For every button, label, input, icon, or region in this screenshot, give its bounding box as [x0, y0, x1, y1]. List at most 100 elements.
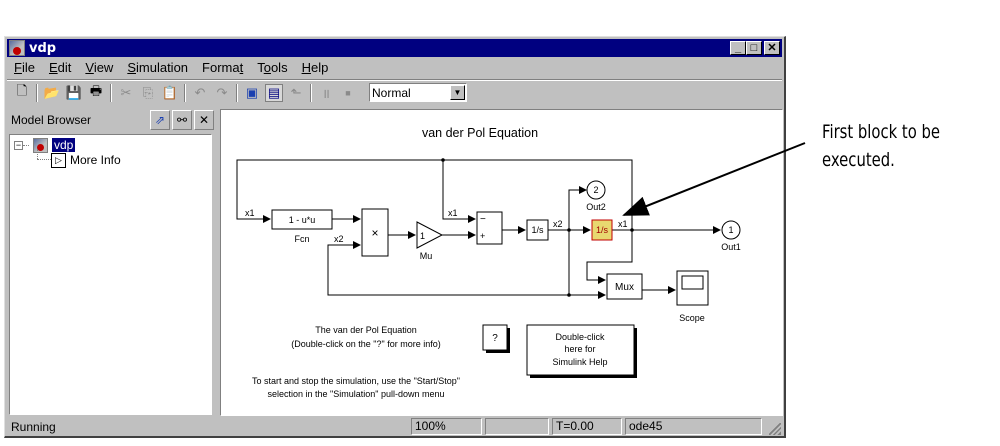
help-box[interactable]: [526, 324, 635, 376]
simulation-mode-select[interactable]: Normal ▼: [369, 83, 467, 102]
signal-label: x2: [334, 234, 344, 244]
fcn-block[interactable]: 1 - u*u Fcn: [271, 209, 333, 244]
toolbar-separator: [36, 83, 38, 102]
tree-item-label: vdp: [52, 138, 76, 152]
menu-file[interactable]: File: [7, 60, 42, 75]
integrator-x2-block[interactable]: 1/s: [526, 219, 549, 241]
gain-value: 1: [420, 231, 425, 241]
menu-format[interactable]: Format: [195, 60, 250, 75]
tree-item-more-info[interactable]: ▷ More Info: [51, 152, 121, 168]
library-browser-icon[interactable]: ▣: [245, 84, 259, 100]
signal-x2-to-product[interactable]: [327, 230, 570, 296]
more-info-block[interactable]: ?: [482, 324, 510, 353]
menu-bar: File Edit View Simulation Format Tools H…: [7, 58, 782, 76]
resize-grip-icon[interactable]: [769, 423, 781, 435]
menu-view[interactable]: View: [78, 60, 120, 75]
save-icon[interactable]: 💾: [65, 84, 83, 100]
sum-block-box[interactable]: [476, 211, 503, 245]
product-block[interactable]: ×: [361, 208, 389, 257]
model-canvas[interactable]: van der Pol Equation: [220, 109, 783, 416]
menu-tools-mnemonic: o: [263, 59, 271, 75]
annotation-line: First block to be: [822, 121, 941, 143]
title-bar[interactable]: vdp _ □ ✕: [7, 39, 782, 57]
scope-label: Scope: [679, 313, 705, 323]
branch-point: [441, 158, 445, 162]
paste-icon[interactable]: 📋: [161, 84, 179, 100]
outport-label: Out1: [721, 242, 741, 252]
dropdown-arrow-icon[interactable]: ▼: [450, 85, 465, 100]
print-icon[interactable]: 🖶: [89, 82, 103, 98]
stop-icon[interactable]: ■: [345, 87, 351, 98]
copy-icon[interactable]: ⎘: [142, 84, 154, 100]
branch-point: [630, 228, 634, 232]
scope-block[interactable]: Scope: [676, 270, 709, 323]
mux-box[interactable]: [606, 273, 643, 300]
block-diagram: van der Pol Equation: [236, 126, 741, 399]
close-button[interactable]: ✕: [764, 41, 780, 55]
outport-circle[interactable]: [586, 180, 606, 200]
outport-circle[interactable]: [721, 220, 741, 240]
redo-icon[interactable]: ↷: [216, 84, 228, 100]
integrator-box[interactable]: [526, 219, 549, 241]
show-masked-subsystems-icon[interactable]: ⚯: [172, 110, 192, 130]
menu-help-label: elp: [310, 59, 329, 75]
gain-block[interactable]: 1 Mu: [416, 221, 444, 261]
info-note-line: (Double-click on the "?" for more info): [291, 339, 440, 349]
menu-edit[interactable]: Edit: [42, 60, 78, 75]
go-to-parent-icon[interactable]: ⬑: [290, 84, 302, 100]
start-stop-note-line: To start and stop the simulation, use th…: [252, 376, 460, 386]
simulink-help-block[interactable]: Double-click here for Simulink Help: [526, 324, 637, 378]
menu-simulation-mnemonic: S: [127, 59, 136, 75]
menu-file-mnemonic: F: [14, 59, 22, 75]
model-browser-icon[interactable]: ▤: [265, 83, 283, 102]
show-library-links-icon[interactable]: ⇗: [150, 110, 170, 130]
open-icon[interactable]: 📂: [43, 84, 61, 100]
menu-tools[interactable]: Tools: [250, 60, 294, 75]
menu-tools-label: ols: [270, 59, 288, 75]
cut-icon[interactable]: ✂: [120, 84, 132, 100]
fcn-expression: 1 - u*u: [289, 215, 316, 225]
branch-points: [441, 158, 634, 297]
branch-point: [567, 293, 571, 297]
gain-triangle[interactable]: [416, 221, 444, 249]
integrator-box[interactable]: [591, 219, 613, 241]
menu-edit-mnemonic: E: [48, 59, 58, 75]
info-note-line: The van der Pol Equation: [315, 325, 417, 335]
signal-x2-to-out2[interactable]: [568, 186, 587, 230]
model-browser-buttons: ⇗ ⚯ ✕: [150, 110, 214, 130]
scope-screen-icon: [681, 275, 704, 290]
menu-format-mnemonic: t: [239, 59, 244, 75]
menu-help[interactable]: Help: [295, 60, 336, 75]
signal-x1-feedback[interactable]: [236, 159, 633, 230]
sum-block[interactable]: − +: [476, 211, 503, 245]
integrator-x1-block-highlighted[interactable]: 1/s: [591, 219, 613, 241]
pause-icon[interactable]: ॥: [322, 85, 330, 101]
model-icon: [33, 137, 48, 153]
outport-2[interactable]: 2 Out2: [586, 180, 606, 212]
branch-point: [567, 228, 571, 232]
outport-number: 2: [593, 185, 598, 195]
menu-simulation[interactable]: Simulation: [120, 60, 195, 75]
minimize-button[interactable]: _: [730, 41, 746, 55]
fcn-block-box[interactable]: [271, 209, 333, 230]
close-browser-icon[interactable]: ✕: [194, 110, 214, 130]
outport-1[interactable]: 1 Out1: [721, 220, 741, 252]
new-model-icon[interactable]: 🗋: [16, 82, 28, 98]
model-browser-panel: Model Browser ⇗ ⚯ ✕ − vdp ▷ Mor: [7, 108, 214, 415]
collapse-icon[interactable]: −: [14, 139, 23, 150]
more-info-box[interactable]: [482, 324, 508, 351]
menu-tools-label-pre: T: [257, 59, 264, 75]
product-block-box[interactable]: [361, 208, 389, 257]
menu-format-label: Forma: [202, 59, 240, 75]
subsystem-icon: ▷: [51, 152, 66, 168]
mux-block[interactable]: Mux: [606, 273, 643, 300]
sum-minus-sign: −: [480, 214, 486, 225]
undo-icon[interactable]: ↶: [194, 84, 206, 100]
maximize-button[interactable]: □: [746, 41, 762, 55]
tree-item-vdp[interactable]: − vdp: [14, 137, 76, 153]
menu-file-label: ile: [21, 59, 35, 75]
signal-x1-to-sum[interactable]: [442, 160, 476, 223]
model-browser-title: Model Browser: [11, 113, 92, 127]
signal-x1-to-mux[interactable]: [586, 230, 633, 284]
signal-lines: [236, 159, 721, 299]
